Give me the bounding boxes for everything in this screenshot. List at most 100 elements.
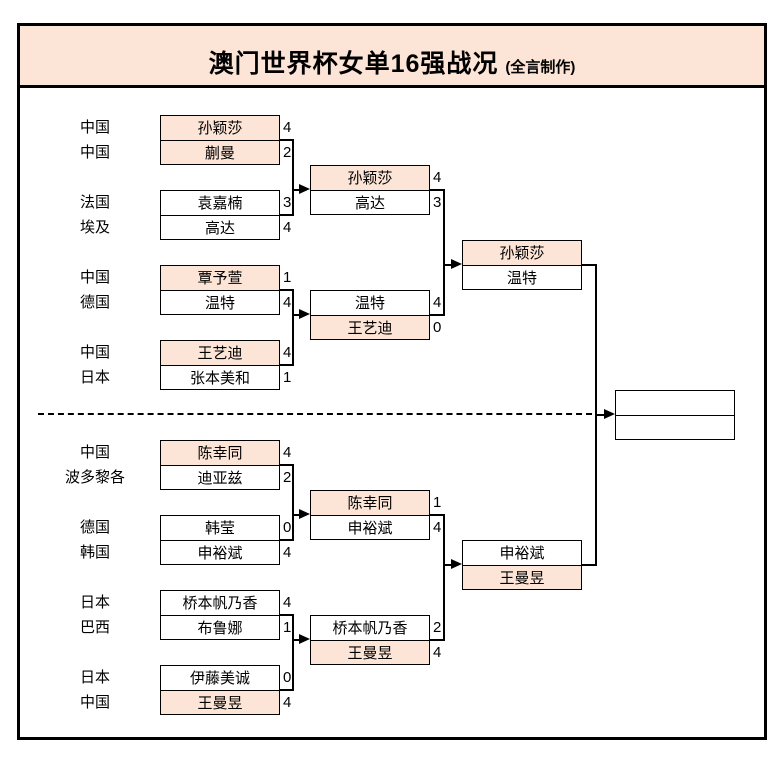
round1-match-box: 陈幸同 迪亚兹 — [160, 440, 280, 490]
connector-line — [292, 289, 294, 366]
connector-line — [280, 689, 294, 691]
player-cell: 覃予萱 — [161, 266, 279, 291]
page-title: 澳门世界杯女单16强战况 — [208, 50, 499, 78]
quarterfinal-match-box: 孙颖莎 高达 — [310, 165, 430, 215]
player-cell: 迪亚兹 — [197, 469, 243, 487]
player-cell: 桥本帆乃香 — [161, 591, 279, 616]
score-label: 4 — [283, 294, 292, 311]
player-cell: 申裕斌 — [347, 519, 393, 537]
player-cell: 温特 — [506, 269, 537, 287]
connector-line — [280, 539, 294, 541]
arrow-right-icon — [451, 259, 462, 269]
player-cell — [616, 391, 734, 416]
player-cell: 温特 — [204, 294, 235, 312]
score-label: 0 — [283, 669, 292, 686]
round1-match-box: 袁嘉楠 高达 — [160, 190, 280, 240]
score-label: 4 — [433, 644, 442, 661]
connector-line — [292, 139, 294, 216]
player-cell: 王艺迪 — [161, 341, 279, 366]
score-label: 2 — [283, 469, 292, 486]
player-cell: 申裕斌 — [463, 541, 581, 566]
country-label: 中国 — [79, 444, 110, 461]
player-cell: 陈幸同 — [161, 441, 279, 466]
connector-line — [443, 564, 455, 566]
player-cell: 王曼昱 — [161, 690, 279, 714]
score-label: 4 — [283, 694, 292, 711]
player-cell: 桥本帆乃香 — [311, 616, 429, 641]
round1-match-box: 王艺迪 张本美和 — [160, 340, 280, 390]
round1-match-box: 韩莹 申裕斌 — [160, 515, 280, 565]
country-label: 德国 — [79, 519, 110, 536]
score-label: 0 — [433, 319, 442, 336]
country-label: 中国 — [79, 344, 110, 361]
round1-match-box: 孙颖莎 蒯曼 — [160, 115, 280, 165]
quarterfinal-match-box: 桥本帆乃香 王曼昱 — [310, 615, 430, 665]
score-label: 3 — [283, 194, 292, 211]
player-cell: 申裕斌 — [197, 544, 243, 562]
connector-line — [292, 189, 304, 191]
connector-line — [280, 289, 294, 291]
country-label: 德国 — [79, 294, 110, 311]
player-cell: 孙颖莎 — [311, 166, 429, 191]
country-label: 日本 — [79, 369, 110, 386]
arrow-right-icon — [299, 509, 310, 519]
country-label: 中国 — [79, 694, 110, 711]
title-credit: (全言制作) — [505, 59, 576, 76]
country-label: 日本 — [79, 669, 110, 686]
player-cell: 袁嘉楠 — [161, 191, 279, 216]
score-label: 4 — [433, 294, 442, 311]
connector-line — [292, 614, 294, 691]
player-cell: 伊藤美诚 — [161, 666, 279, 691]
country-label: 中国 — [79, 119, 110, 136]
score-label: 1 — [283, 369, 292, 386]
connector-line — [443, 264, 455, 266]
connector-line — [280, 139, 294, 141]
player-cell: 王艺迪 — [311, 315, 429, 339]
score-label: 4 — [433, 519, 442, 536]
score-label: 4 — [283, 119, 292, 136]
title-bar: 澳门世界杯女单16强战况 (全言制作) — [17, 23, 767, 88]
connector-line — [280, 464, 294, 466]
connector-line — [582, 264, 597, 266]
connector-line — [582, 564, 597, 566]
country-label: 巴西 — [79, 619, 110, 636]
arrow-right-icon — [299, 309, 310, 319]
semifinal-match-box: 孙颖莎 温特 — [462, 240, 582, 290]
country-label: 埃及 — [79, 219, 110, 236]
connector-line — [443, 514, 445, 641]
country-label: 中国 — [79, 144, 110, 161]
score-label: 4 — [283, 544, 292, 561]
connector-line — [280, 214, 294, 216]
score-label: 0 — [283, 519, 292, 536]
score-label: 1 — [433, 494, 442, 511]
score-label: 4 — [283, 344, 292, 361]
round1-match-box: 桥本帆乃香 布鲁娜 — [160, 590, 280, 640]
round1-match-box: 覃予萱 温特 — [160, 265, 280, 315]
player-cell: 韩莹 — [161, 516, 279, 541]
player-cell: 张本美和 — [189, 369, 250, 387]
player-cell: 王曼昱 — [463, 565, 581, 589]
country-label: 波多黎各 — [64, 469, 125, 486]
player-cell: 高达 — [204, 219, 235, 237]
connector-line — [280, 614, 294, 616]
country-label: 韩国 — [79, 544, 110, 561]
score-label: 4 — [283, 594, 292, 611]
player-cell — [616, 416, 734, 440]
quarterfinal-match-box: 陈幸同 申裕斌 — [310, 490, 430, 540]
player-cell: 陈幸同 — [311, 491, 429, 516]
connector-line — [430, 314, 445, 316]
player-cell: 布鲁娜 — [197, 619, 243, 637]
semifinal-match-box: 申裕斌 王曼昱 — [462, 540, 582, 590]
score-label: 1 — [283, 619, 292, 636]
connector-line — [443, 189, 445, 316]
country-label: 法国 — [79, 194, 110, 211]
player-cell: 孙颖莎 — [463, 241, 581, 266]
player-cell: 高达 — [354, 194, 385, 212]
arrow-right-icon — [604, 409, 615, 419]
connector-line — [430, 639, 445, 641]
arrow-right-icon — [451, 559, 462, 569]
score-label: 4 — [283, 219, 292, 236]
connector-line — [430, 189, 445, 191]
connector-line — [430, 514, 445, 516]
arrow-right-icon — [299, 634, 310, 644]
